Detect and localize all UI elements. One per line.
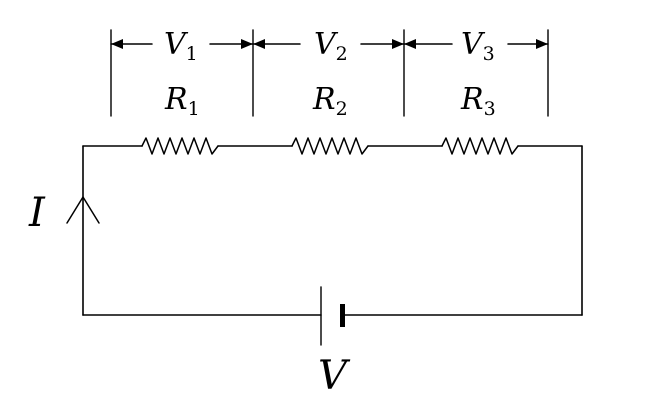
v1-arrowhead-left [111, 39, 123, 49]
battery-cell [320, 286, 345, 346]
voltage-label-3: V3 [461, 27, 495, 65]
source-voltage-label: V [318, 353, 351, 399]
resistor-label-3: R3 [460, 82, 496, 120]
resistor-3 [441, 137, 519, 155]
voltage-arrows [110, 39, 549, 49]
resistor-1 [141, 137, 219, 155]
voltage-label-1: V1 [164, 27, 198, 65]
v3-arrowhead-left [404, 39, 416, 49]
voltage-label-2: V2 [314, 27, 348, 65]
circuit-wires [82, 145, 583, 316]
resistor-2 [291, 137, 369, 155]
v1-arrowhead-right [241, 39, 253, 49]
v2-arrowhead-right [392, 39, 404, 49]
resistor-label-2: R2 [312, 82, 348, 120]
current-label: I [28, 190, 46, 236]
current-arrow [66, 196, 100, 224]
cell-short-plate [340, 304, 345, 327]
v2-arrowhead-left [253, 39, 265, 49]
resistor-labels: R1 R2 R3 [164, 82, 496, 120]
resistor-label-1: R1 [164, 82, 200, 120]
resistors [141, 137, 519, 155]
v3-arrowhead-right [536, 39, 548, 49]
chevron-up-icon [66, 196, 100, 224]
voltage-labels: V1 V2 V3 [164, 27, 495, 65]
